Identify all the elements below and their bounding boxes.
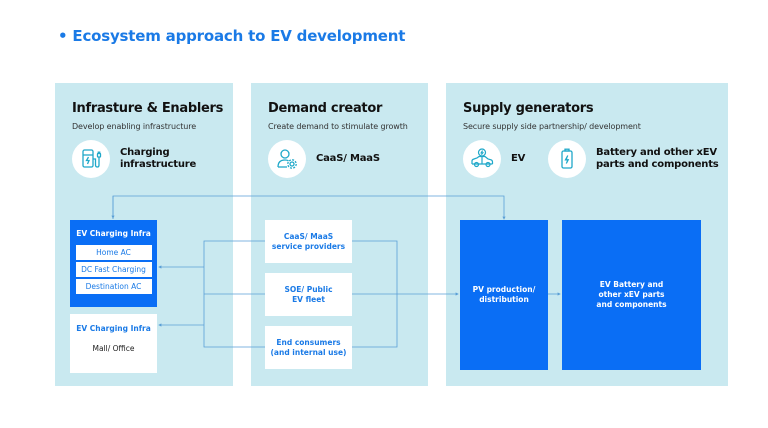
box-line: (and internal use)	[270, 347, 347, 357]
pv-production-box: PV production/distribution	[460, 220, 548, 370]
panel-subheading: Secure supply side partnership/ developm…	[463, 122, 641, 131]
infra-item-dc-fast: DC Fast Charging	[75, 262, 152, 277]
box-line: distribution	[479, 295, 529, 304]
label-line: Charging	[120, 147, 170, 158]
label-line: Battery and other xEV	[596, 147, 717, 158]
box-header: EV Charging Infra	[76, 229, 151, 238]
icon-label: Battery and other xEV parts and componen…	[596, 147, 719, 171]
panel-heading: Demand creator	[268, 101, 383, 116]
icon-label: EV	[511, 153, 526, 164]
box-line: EV Battery and	[599, 280, 664, 289]
box-line: EV fleet	[292, 294, 325, 304]
box-value: Mall/ Office	[92, 344, 135, 353]
icon-circle	[548, 140, 586, 178]
box-line: PV production/	[472, 285, 536, 294]
icon-label: Charging infrastructure	[120, 147, 196, 171]
ev-charging-infra-box: EV Charging Infra Home AC DC Fast Chargi…	[70, 220, 157, 307]
ev-item: EV	[463, 140, 525, 178]
icon-circle	[72, 140, 110, 178]
box-line: CaaS/ MaaS	[283, 231, 334, 241]
label-line: parts and components	[596, 159, 719, 170]
battery-icon	[561, 148, 573, 169]
infra-item-destination-ac: Destination AC	[75, 279, 152, 294]
box-line: other xEV parts	[598, 290, 665, 299]
box-line: SOE/ Public	[284, 284, 333, 294]
label-line: infrastructure	[120, 159, 197, 170]
caas-maas-item: CaaS/ MaaS	[268, 140, 380, 178]
panel-heading: Infrasture & Enablers	[72, 101, 224, 116]
box-line: End consumers	[276, 337, 341, 347]
page-title: • Ecosystem approach to EV development	[58, 27, 406, 45]
icon-label: CaaS/ MaaS	[316, 153, 380, 164]
electric-car-icon	[471, 148, 494, 168]
ev-charger-icon	[82, 149, 102, 168]
box-line: service providers	[271, 241, 346, 251]
user-gear-icon	[277, 149, 297, 169]
icon-circle	[463, 140, 501, 178]
battery-parts-item: Battery and other xEV parts and componen…	[548, 140, 719, 178]
icon-circle	[268, 140, 306, 178]
charging-infrastructure-item: Charging infrastructure	[72, 140, 196, 178]
end-consumers-box: End consumers(and internal use)	[265, 326, 352, 369]
panel-heading: Supply generators	[463, 101, 594, 116]
box-header: EV Charging Infra	[76, 324, 151, 333]
panel-subheading: Create demand to stimulate growth	[268, 122, 408, 131]
box-line: and components	[596, 300, 667, 309]
ev-charging-infra-mall-box: EV Charging Infra Mall/ Office	[70, 314, 157, 373]
infra-item-home-ac: Home AC	[75, 245, 152, 260]
panel-subheading: Develop enabling infrastructure	[72, 122, 197, 131]
